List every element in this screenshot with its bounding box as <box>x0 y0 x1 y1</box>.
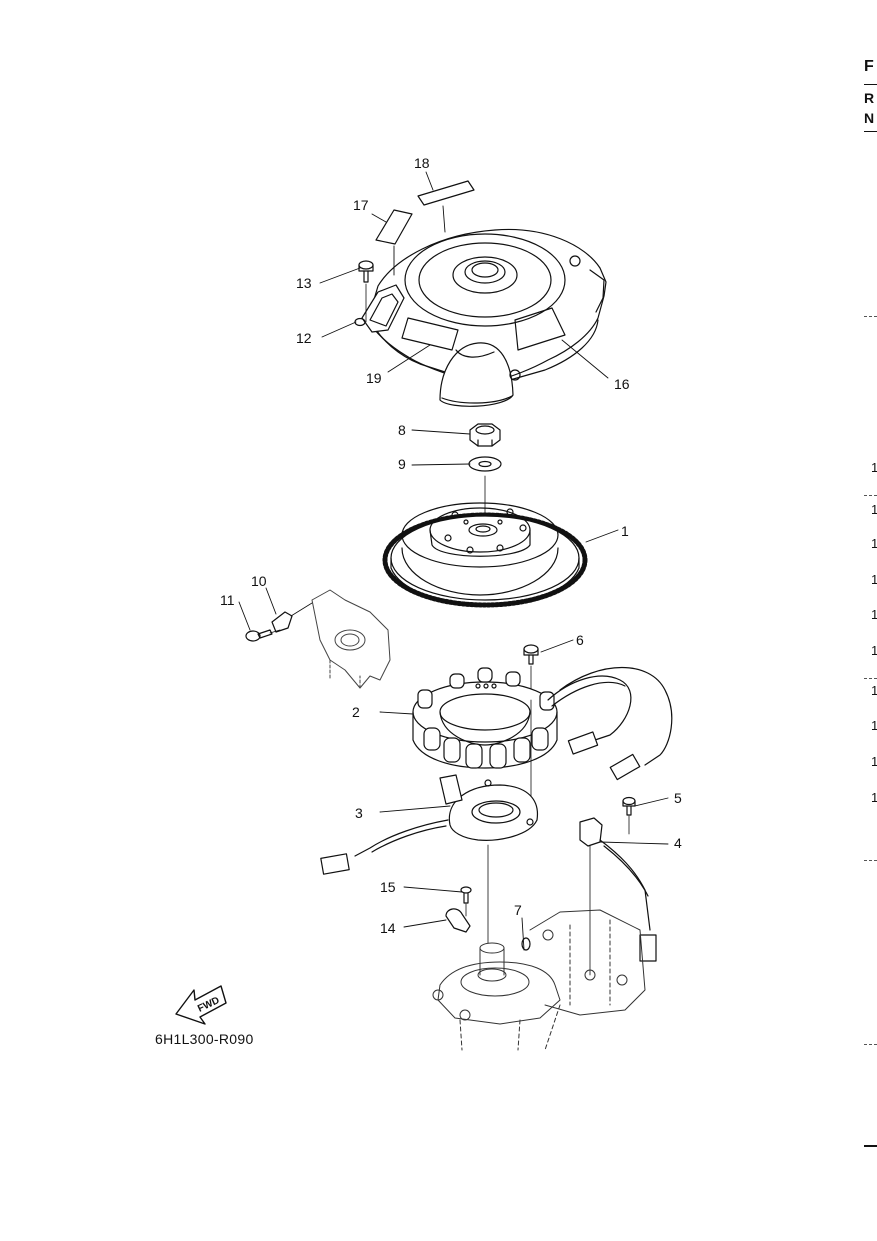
clamp-10 <box>271 611 293 633</box>
callout-6: 6 <box>576 632 584 648</box>
callout-4: 4 <box>674 835 682 851</box>
washer-9 <box>468 456 502 472</box>
callout-17: 17 <box>353 197 369 213</box>
sensor-4 <box>579 817 657 976</box>
edge-divider <box>864 860 877 861</box>
callout-11: 11 <box>220 592 235 608</box>
edge-letter-r: R <box>864 90 875 106</box>
screw-11 <box>245 629 273 642</box>
bolt-5 <box>622 796 636 835</box>
callout-7: 7 <box>514 902 522 918</box>
decal-17 <box>375 209 413 245</box>
edge-digit: 1 <box>871 536 877 551</box>
callout-18: 18 <box>414 155 430 171</box>
clip-14 <box>445 908 471 933</box>
callout-15: 15 <box>380 879 396 895</box>
edge-divider <box>864 678 877 679</box>
edge-divider <box>864 1044 877 1045</box>
callout-13: 13 <box>296 275 312 291</box>
edge-letter-n: N <box>864 110 875 126</box>
edge-digit: 1 <box>871 460 877 475</box>
flywheel <box>382 502 588 608</box>
callout-10: 10 <box>251 573 267 589</box>
edge-digit: 1 <box>871 718 877 733</box>
edge-digit: 1 <box>871 754 877 769</box>
pulser-coil-base <box>320 774 539 875</box>
callout-19: 19 <box>366 370 382 386</box>
decal-18 <box>417 180 475 206</box>
edge-divider <box>864 495 877 496</box>
bolt-15 <box>460 886 472 917</box>
flywheel-cover <box>354 228 607 407</box>
stator <box>412 666 673 781</box>
edge-digit: 1 <box>871 683 877 698</box>
edge-digit: 1 <box>871 607 877 622</box>
edge-digit: 1 <box>871 572 877 587</box>
callout-1: 1 <box>621 523 629 539</box>
edge-divider <box>864 316 877 317</box>
diagram-reference-code: 6H1L300-R090 <box>155 1031 254 1047</box>
callout-3: 3 <box>355 805 363 821</box>
nut-8 <box>469 423 501 447</box>
edge-digit: 1 <box>871 643 877 658</box>
engine-block <box>432 909 646 1051</box>
edge-rule <box>864 1145 877 1147</box>
callout-16: 16 <box>614 376 630 392</box>
edge-digit: 1 <box>871 790 877 805</box>
edge-rule <box>864 84 877 85</box>
callout-2: 2 <box>352 704 360 720</box>
callout-12: 12 <box>296 330 312 346</box>
callout-5: 5 <box>674 790 682 806</box>
edge-digit: 1 <box>871 502 877 517</box>
callout-9: 9 <box>398 456 406 472</box>
edge-letter-f: F <box>864 58 874 75</box>
fwd-arrow-icon <box>175 985 227 1025</box>
callout-14: 14 <box>380 920 396 936</box>
mount-bracket-outline <box>311 589 391 689</box>
edge-rule <box>864 131 877 132</box>
bolt-6 <box>523 644 539 695</box>
callout-8: 8 <box>398 422 406 438</box>
